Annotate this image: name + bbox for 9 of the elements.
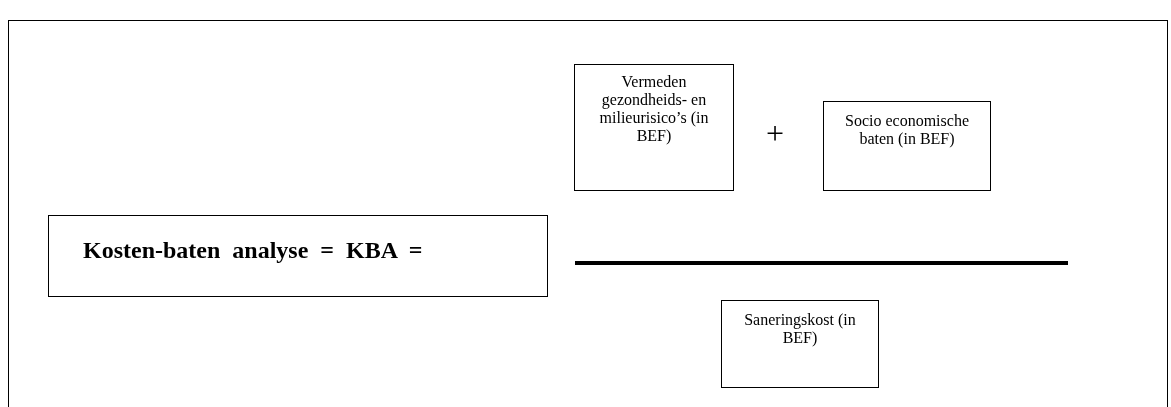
node-text: Vermeden gezondheids- en milieurisico’s (in BEF) [598,73,710,145]
denominator-box [721,300,879,388]
node-text: Kosten-baten analyse = KBA = [82,236,424,264]
formula-box [48,215,548,297]
term-box [574,64,734,191]
node-text: Socio economische baten (in BEF) [844,112,970,148]
term-box [823,101,991,191]
plus-sign: + [766,117,785,149]
node-text: Saneringskost (in BEF) [743,311,857,347]
